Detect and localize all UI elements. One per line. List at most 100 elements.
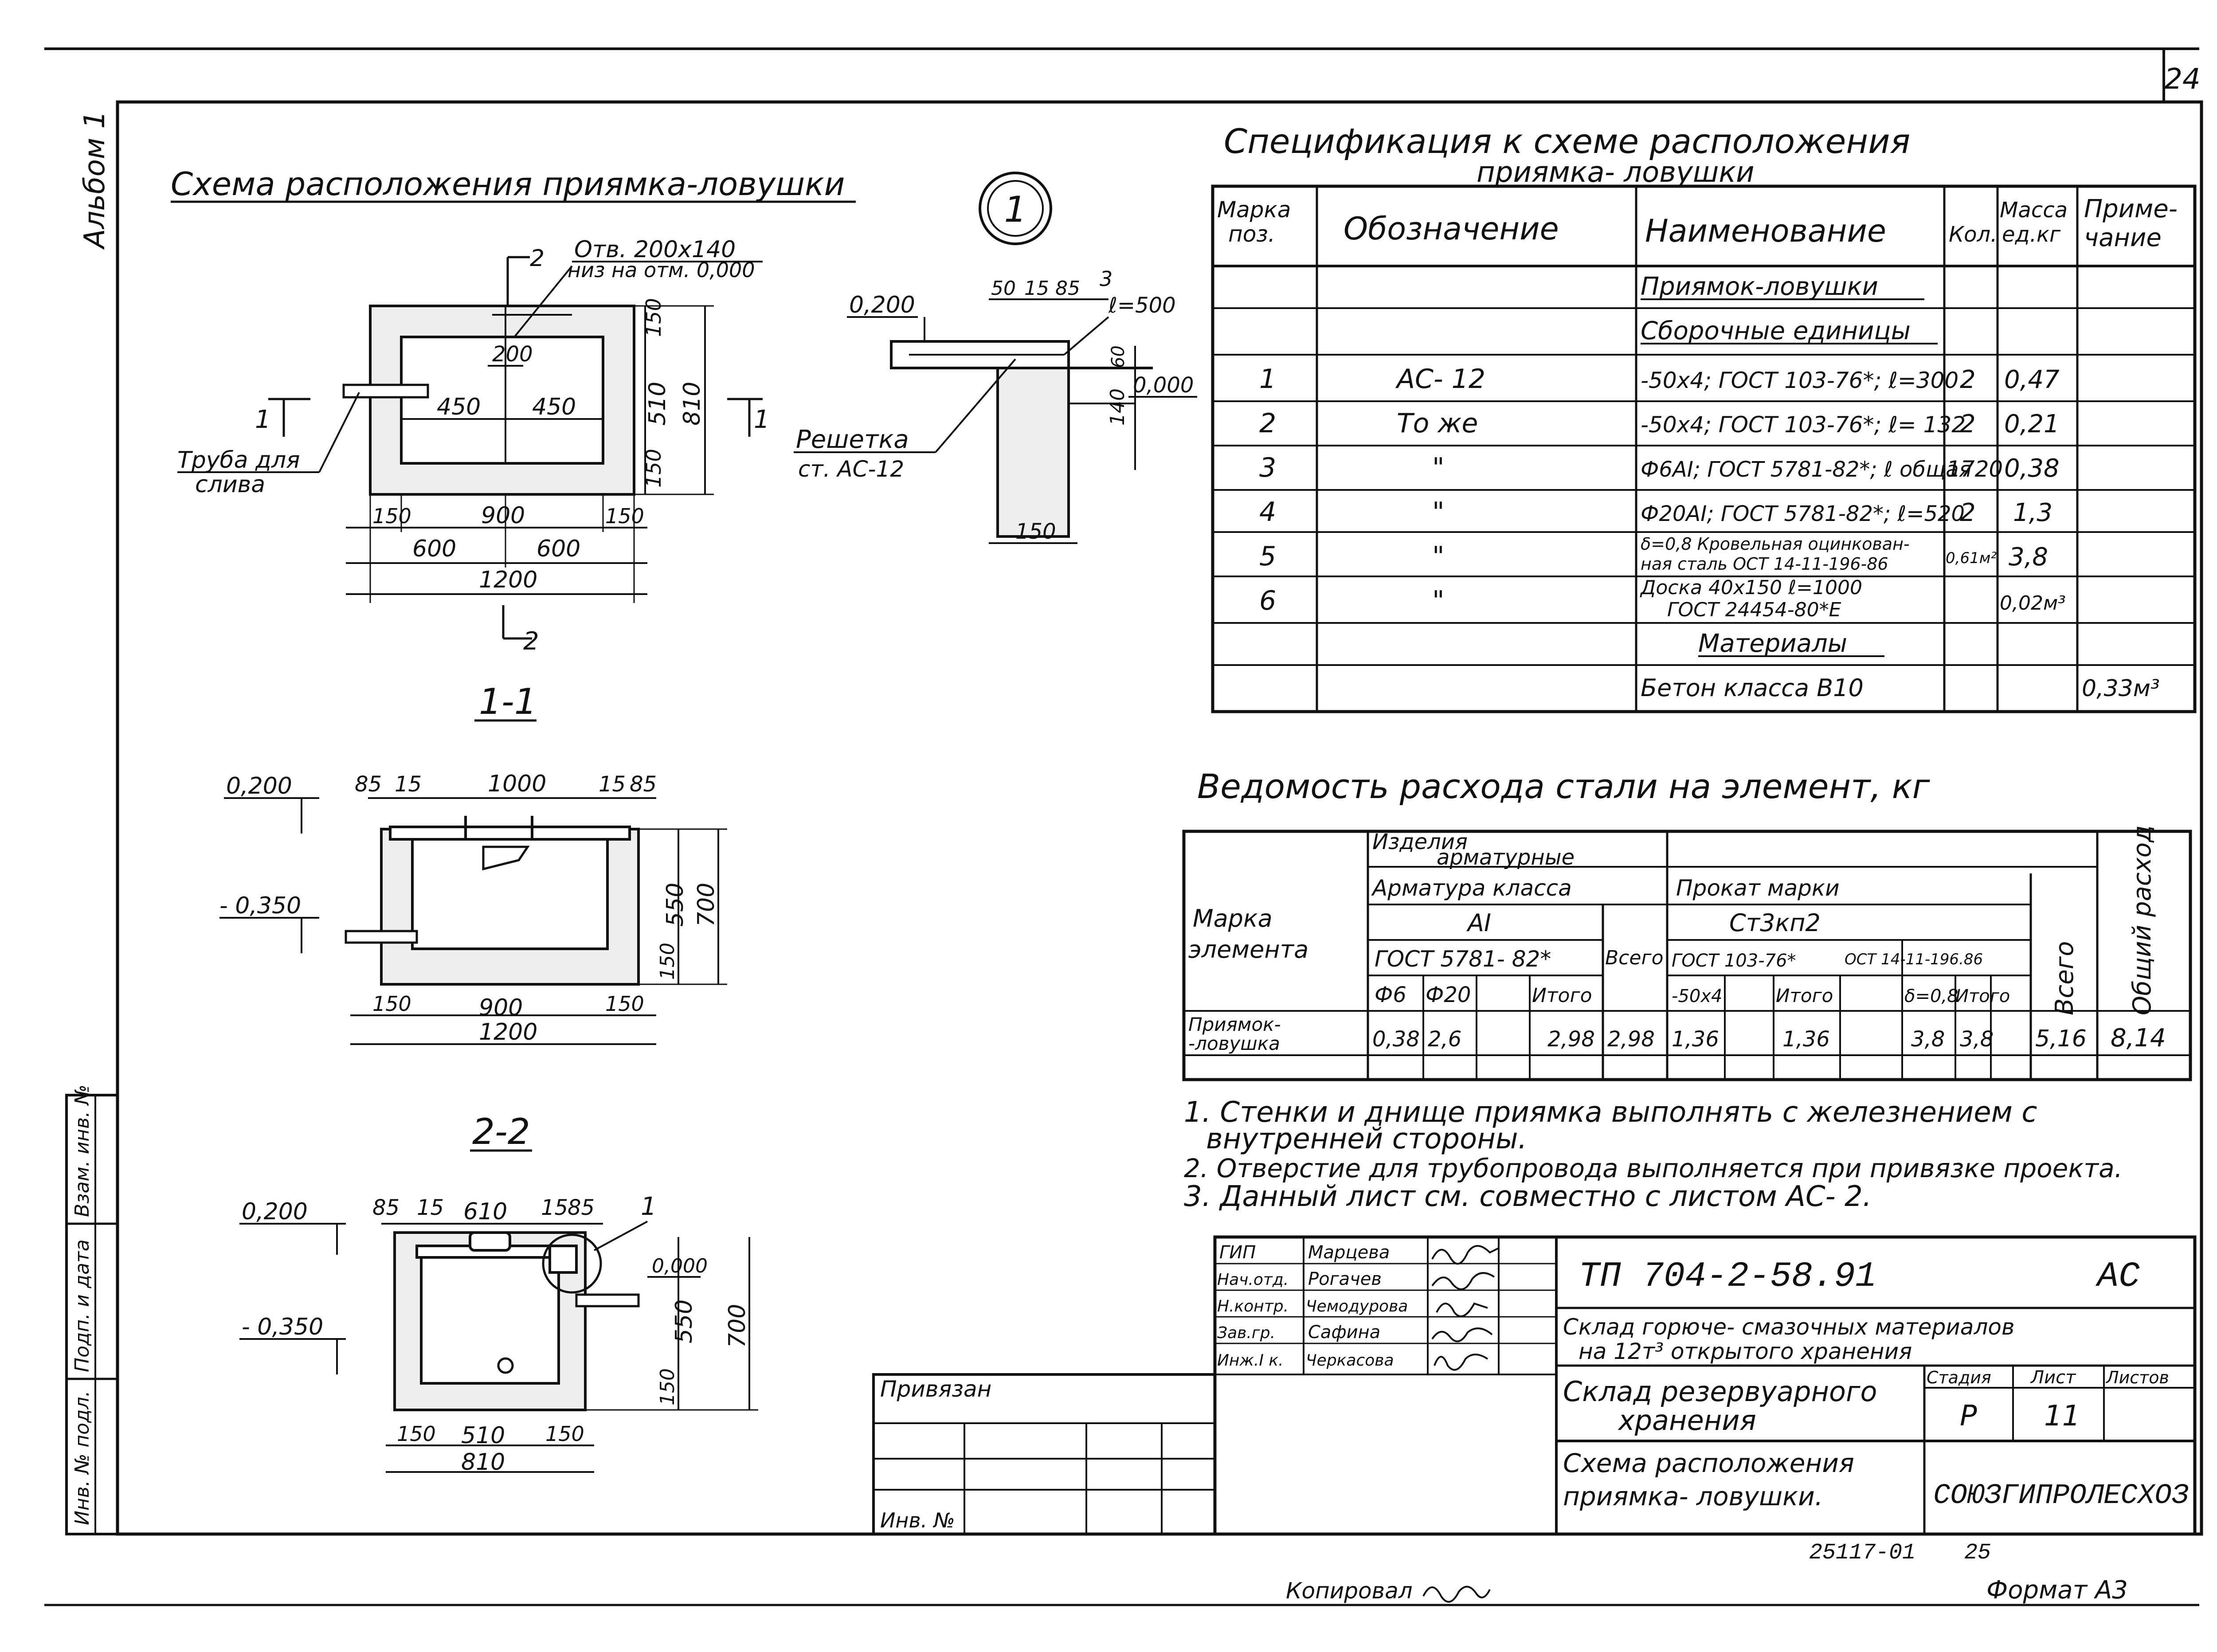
detail-level-zero: 0,000 xyxy=(1133,373,1194,398)
plan-b150a: 150 xyxy=(372,504,411,528)
spec-title-2: приямка- ловушки xyxy=(1477,156,1755,189)
steel-c-itogo1: Итого xyxy=(1532,984,1592,1007)
steel-v-d08: 3,8 xyxy=(1911,1027,1945,1052)
section-1-1: 1-1 0,200 - 0,350 85 15 1000 15 85 550 7… xyxy=(219,681,727,1045)
spec-row1-qty: 2 xyxy=(1960,365,1976,394)
stamp-sheet: 11 xyxy=(2044,1400,2080,1433)
stamp-sheet-title-1: Схема расположения xyxy=(1563,1448,1854,1478)
detail-length: ℓ=500 xyxy=(1108,293,1176,318)
stamp-role-2: Нач.отд. xyxy=(1217,1271,1289,1289)
title-block: ГИП Марцева Нач.отд. Рогачев Н.контр. Че… xyxy=(1213,1235,2197,1536)
spec-row2-pos: 2 xyxy=(1259,408,1276,439)
stamp-doc-type: АС xyxy=(2095,1257,2140,1297)
archive-number: 25117-01 xyxy=(1809,1540,1915,1566)
steel-h-marka-2: элемента xyxy=(1188,936,1308,963)
s11-level-top: 0,200 xyxy=(226,773,292,799)
steel-v-itogo-b: 1,36 xyxy=(1782,1027,1830,1052)
plan-b150b: 150 xyxy=(605,504,644,528)
s11-b900: 900 xyxy=(479,994,523,1021)
steel-c-f6: Ф6 xyxy=(1375,983,1406,1007)
stamp-org: СОЮЗГИПРОЛЕСХОЗ xyxy=(1933,1480,2189,1512)
steel-v-f20: 2,6 xyxy=(1428,1027,1461,1052)
plan-d150a: 150 xyxy=(642,298,666,337)
steel-c-d08: δ=0,8 xyxy=(1904,986,1958,1006)
stamp-sheets-h: Листов xyxy=(2105,1368,2169,1387)
plan-d510: 510 xyxy=(644,382,671,426)
steel-h-vsego: Всего xyxy=(1605,947,1663,969)
s11-top-15a: 15 xyxy=(395,772,422,797)
detail-d140: 140 xyxy=(1106,388,1129,426)
steel-h-obsh: Общий расход xyxy=(2128,825,2157,1015)
stamp-name-1: Марцева xyxy=(1308,1242,1390,1263)
steel-title: Ведомость расхода стали на элемент, кг xyxy=(1197,767,1931,806)
s11-b150a: 150 xyxy=(372,992,411,1016)
spec-head-qty: Кол. xyxy=(1949,222,1997,247)
steel-v-itogo-c: 3,8 xyxy=(1960,1027,1994,1052)
s11-top-85b: 85 xyxy=(630,772,657,797)
spec-title-1: Спецификация к схеме расположения xyxy=(1224,121,1910,161)
section-2-2: 2-2 0,200 - 0,350 0,000 1 85 15 610 15 8… xyxy=(239,1111,758,1476)
spec-row6-code: " xyxy=(1432,585,1445,616)
stamp-role-3: Н.контр. xyxy=(1217,1297,1289,1315)
spec-row3-qty: 1720 xyxy=(1947,456,2003,482)
stamp-object-2: на 12т³ открытого хранения xyxy=(1579,1339,1912,1364)
plan-b600a: 600 xyxy=(412,536,456,562)
s22-top-85b: 85 xyxy=(568,1195,595,1220)
plan-title: Схема расположения приямка-ловушки xyxy=(171,165,845,203)
steel-h-izd-1: Изделия xyxy=(1372,830,1468,854)
spec-row1-code: АС- 12 xyxy=(1395,364,1485,395)
stamp-sheet-h: Лист xyxy=(2030,1367,2076,1388)
detail-grate-1: Решетка xyxy=(796,425,909,454)
steel-h-ai: АI xyxy=(1466,909,1491,937)
spec-row5-qty: 0,61м² xyxy=(1946,549,1997,567)
spec-head-designation: Обозначение xyxy=(1344,211,1559,247)
copied-signature xyxy=(1422,1585,1491,1603)
s11-b1200: 1200 xyxy=(479,1019,537,1045)
plan-view: Схема расположения приямка-ловушки Отв. … xyxy=(171,165,856,656)
s22-level-zero: 0,000 xyxy=(652,1255,708,1277)
spec-row6-name-1: Доска 40х150 ℓ=1000 xyxy=(1640,576,1862,599)
spec-row1-name: -50х4; ГОСТ 103-76*; ℓ=300 xyxy=(1641,368,1958,393)
spec-head-massa-2: ед.кг xyxy=(2002,222,2061,247)
signature-marks xyxy=(1431,1245,1499,1371)
strip-podp-data: Подп. и дата xyxy=(71,1239,94,1372)
s22-b150b: 150 xyxy=(545,1422,584,1446)
spec-row6-pos: 6 xyxy=(1259,585,1276,616)
spec-row5-pos: 5 xyxy=(1259,541,1276,572)
detail-1: 1 0,200 50 15 85 3 ℓ=500 0,000 60 140 Ре… xyxy=(794,172,1197,544)
spec-row2-mass: 0,21 xyxy=(2004,410,2060,438)
detail-item: 3 xyxy=(1100,267,1112,291)
spec-row2-name: -50х4; ГОСТ 103-76*; ℓ= 132 xyxy=(1641,412,1966,438)
spec-row4-code: " xyxy=(1432,497,1445,528)
steel-v-f6: 0,38 xyxy=(1372,1027,1420,1052)
steel-v-vsego-a: 2,98 xyxy=(1607,1027,1655,1052)
s22-item: 1 xyxy=(641,1192,657,1221)
stamp-stage-h: Стадия xyxy=(1927,1368,1991,1387)
steel-v-total: 8,14 xyxy=(2111,1024,2166,1053)
spec-row4-mass: 1,3 xyxy=(2013,498,2052,527)
note-1b: внутренней стороны. xyxy=(1206,1123,1527,1155)
detail-level-top: 0,200 xyxy=(849,292,915,318)
s22-d150r: 150 xyxy=(656,1368,679,1405)
plan-d450b: 450 xyxy=(532,394,576,420)
copied-label: Копировал xyxy=(1286,1578,1413,1604)
spec-group-assembly: Сборочные единицы xyxy=(1641,317,1911,345)
archive-number-2: 25 xyxy=(1964,1540,1991,1566)
steel-v-vsego-b: 5,16 xyxy=(2035,1026,2087,1052)
steel-h-prokat: Прокат марки xyxy=(1676,875,1840,901)
steel-v-50x4: 1,36 xyxy=(1672,1027,1719,1052)
plan-opening-level: низ на отм. 0,000 xyxy=(568,258,755,282)
s22-level-pipe: - 0,350 xyxy=(242,1314,323,1340)
s22-top-15a: 15 xyxy=(417,1195,444,1220)
stamp-stage: Р xyxy=(1960,1400,1977,1433)
stamp-name-2: Рогачев xyxy=(1308,1269,1382,1289)
binding-privyazan: Привязан xyxy=(880,1376,991,1402)
left-strip: Инв. № подл. Подп. и дата Взам. инв. № xyxy=(65,1084,119,1535)
plan-opening: Отв. 200х140 xyxy=(574,236,736,263)
stamp-role-1: ГИП xyxy=(1219,1242,1256,1263)
binding-inv: Инв. № xyxy=(880,1508,955,1532)
s22-d550: 550 xyxy=(671,1300,697,1343)
spec-row3-name: Ф6АI; ГОСТ 5781-82*; ℓ общая xyxy=(1641,457,1971,482)
steel-h-arm: Арматура класса xyxy=(1371,875,1572,901)
detail-callout: 1 xyxy=(1004,189,1027,230)
